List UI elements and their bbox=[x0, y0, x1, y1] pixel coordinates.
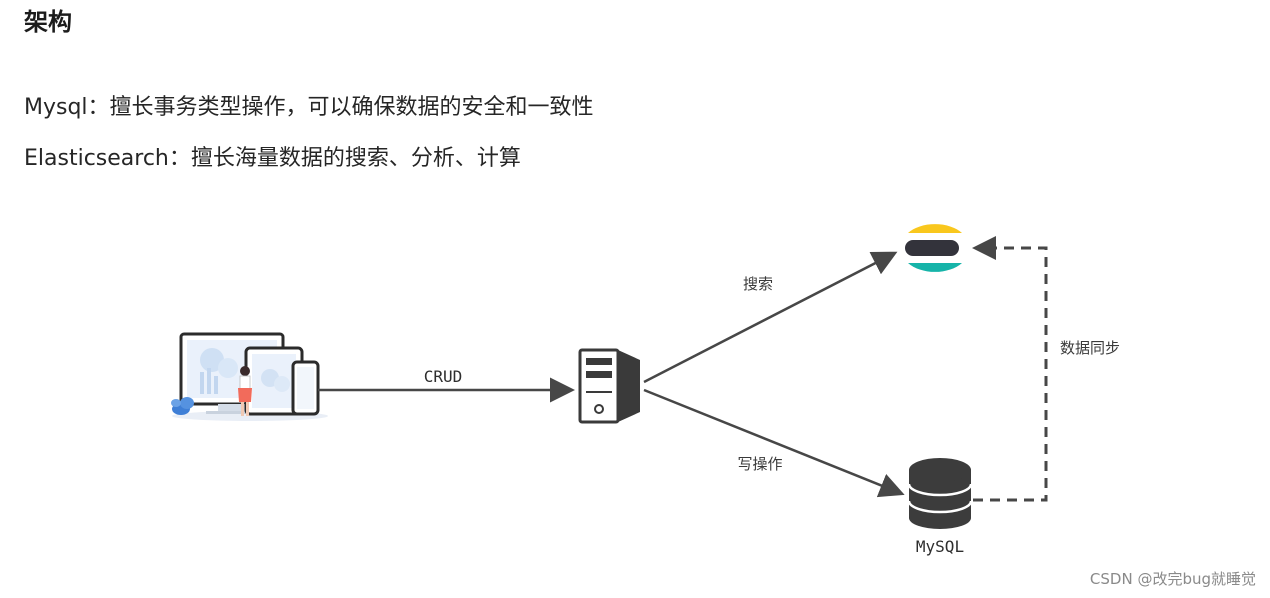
elasticsearch-description: Elasticsearch：擅长海量数据的搜索、分析、计算 bbox=[24, 146, 521, 171]
watermark: CSDN @改完bug就睡觉 bbox=[1089, 570, 1256, 588]
write-arrow bbox=[643, 388, 905, 498]
page-title: 架构 bbox=[24, 8, 72, 36]
mysql-label: MySQL bbox=[916, 537, 964, 556]
mysql-description: Mysql：擅长事务类型操作，可以确保数据的安全和一致性 bbox=[24, 95, 594, 120]
sync-arrow bbox=[972, 236, 1048, 502]
write-label: 写操作 bbox=[737, 455, 782, 473]
elasticsearch-logo-icon bbox=[905, 224, 962, 272]
sync-label: 数据同步 bbox=[1060, 339, 1120, 357]
database-icon bbox=[907, 458, 973, 529]
search-arrow bbox=[643, 251, 898, 384]
devices-illustration-icon bbox=[171, 332, 328, 421]
search-label: 搜索 bbox=[743, 275, 773, 293]
crud-label: CRUD bbox=[424, 367, 463, 386]
server-icon bbox=[578, 348, 640, 424]
